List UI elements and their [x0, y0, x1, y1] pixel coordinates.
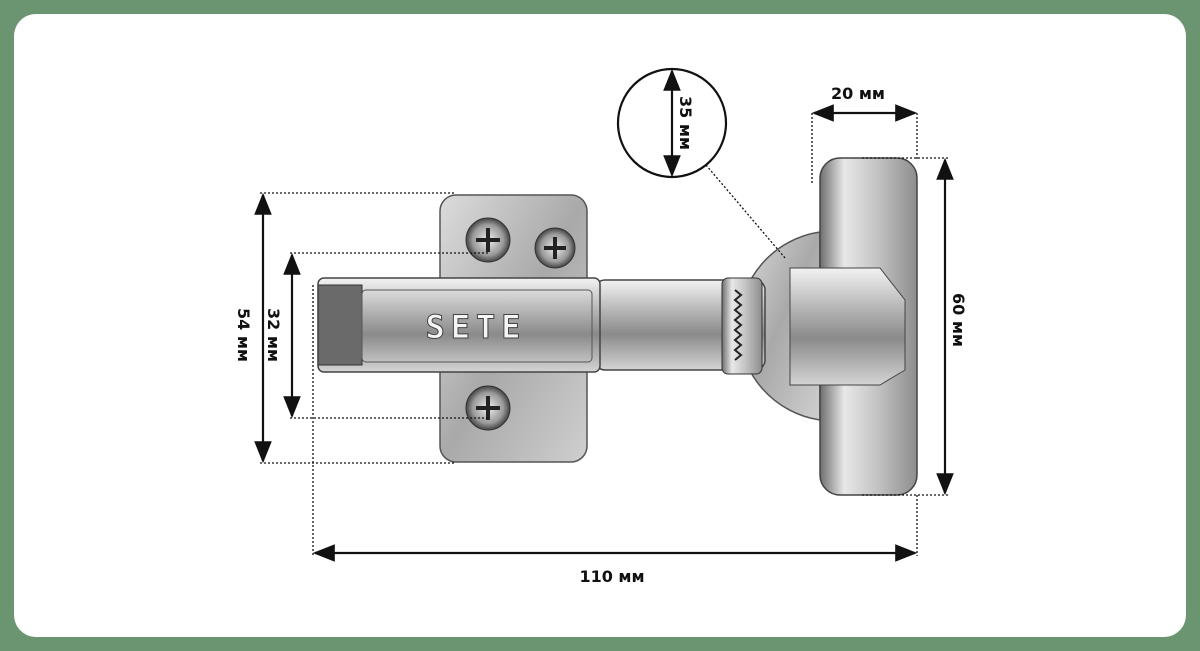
label-110mm: 110 мм — [579, 567, 644, 586]
screw-icon — [465, 385, 511, 431]
screw-icon — [534, 227, 576, 269]
label-35mm: 35 мм — [676, 96, 695, 150]
arm-end — [317, 284, 363, 366]
screw-icon — [465, 217, 511, 263]
extension-lines — [260, 113, 948, 556]
hinge-knuckle — [721, 277, 763, 375]
spring-icon — [733, 289, 743, 361]
cup-arm-mount — [789, 267, 906, 386]
brand-logo: SETE — [425, 308, 526, 346]
label-54mm: 54 мм — [234, 308, 253, 362]
hinge-image: SETE — [317, 157, 918, 496]
label-60mm: 60 мм — [949, 293, 968, 347]
label-32mm: 32 мм — [264, 308, 283, 362]
arm-face — [361, 289, 593, 363]
label-20mm: 20 мм — [831, 84, 885, 103]
